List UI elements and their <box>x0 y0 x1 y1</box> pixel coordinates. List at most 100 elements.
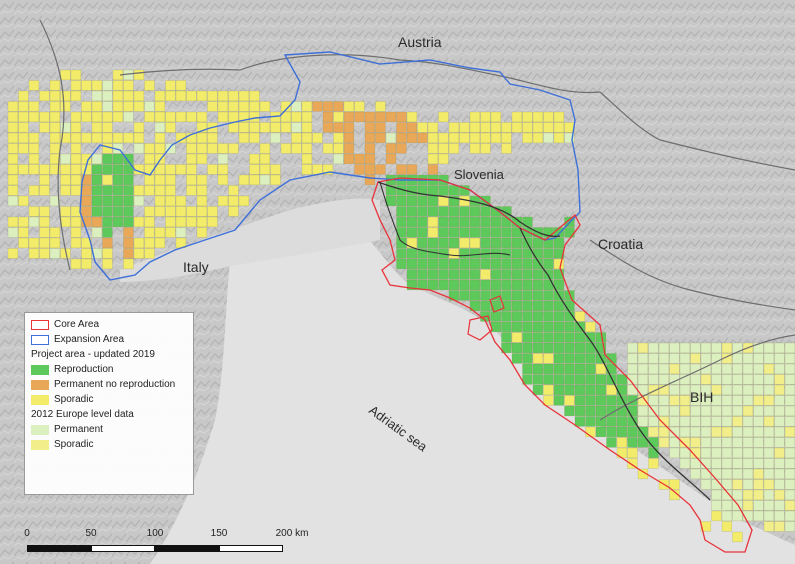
sporadic-cell <box>175 90 187 102</box>
permanent-cell <box>406 132 418 144</box>
sporadic-cell <box>469 122 481 133</box>
reproduction-cell <box>553 269 565 280</box>
sporadic-cell <box>39 227 50 238</box>
sporadic-cell <box>144 143 155 154</box>
reproduction-cell <box>123 174 134 186</box>
sporadic-cell <box>70 258 82 270</box>
reproduction-cell <box>448 248 460 259</box>
reproduction-cell <box>574 311 586 322</box>
permanent-cell <box>354 164 365 175</box>
reproduction-cell <box>574 374 586 385</box>
europe-cell <box>91 227 103 238</box>
reproduction-cell <box>564 342 575 354</box>
sporadic-cell <box>480 111 491 123</box>
europe-cell <box>102 80 113 91</box>
europe-cell <box>774 353 785 364</box>
europe-cell <box>91 90 103 102</box>
reproduction-cell <box>564 374 575 385</box>
reproduction-cell <box>459 279 470 291</box>
reproduction-cell <box>501 332 512 343</box>
europe-cell <box>753 374 764 385</box>
reproduction-cell <box>427 258 439 270</box>
europe-cell <box>669 416 680 427</box>
reproduction-cell <box>490 279 502 291</box>
reproduction-cell <box>448 206 460 217</box>
europe-cell <box>753 342 764 354</box>
reproduction-cell <box>574 332 586 343</box>
reproduction-cell <box>469 248 481 259</box>
europe-cell <box>742 510 754 522</box>
sporadic-cell <box>28 132 40 144</box>
reproduction-cell <box>469 258 481 270</box>
reproduction-cell <box>91 185 103 196</box>
reproduction-cell <box>564 363 575 375</box>
europe-cell <box>669 384 680 396</box>
europe-cell <box>690 395 701 406</box>
reproduction-cell <box>123 206 134 217</box>
sporadic-cell <box>18 122 29 133</box>
sporadic-cell <box>18 216 29 228</box>
europe-cell <box>721 395 733 406</box>
sporadic-cell <box>501 143 512 154</box>
europe-cell <box>742 416 754 427</box>
reproduction-cell <box>448 279 460 291</box>
permanent-cell <box>81 216 92 228</box>
sporadic-cell <box>154 143 166 154</box>
reproduction-cell <box>595 405 607 417</box>
sporadic-cell <box>49 122 61 133</box>
legend-europe-permanent: Permanent <box>31 422 193 437</box>
sporadic-cell <box>123 101 134 112</box>
europe-cell <box>700 384 712 396</box>
reproduction-cell <box>543 332 554 343</box>
sporadic-cell <box>217 143 229 154</box>
europe-cell <box>763 363 775 375</box>
europe-cell <box>753 395 764 406</box>
europe-cell <box>763 447 775 459</box>
reproduction-cell <box>553 384 565 396</box>
europe-cell <box>763 510 775 522</box>
permanent-cell <box>375 111 386 123</box>
europe-cell <box>763 384 775 396</box>
europe-cell <box>648 426 659 438</box>
sporadic-cell <box>70 206 82 217</box>
sporadic-cell <box>438 153 449 165</box>
europe-cell <box>669 353 680 364</box>
permanent-cell <box>343 111 355 123</box>
europe-cell <box>774 416 785 427</box>
europe-cell <box>721 447 733 459</box>
reproduction-cell <box>553 248 565 259</box>
sporadic-cell <box>238 132 250 144</box>
reproduction-cell <box>522 342 533 354</box>
reproduction-cell <box>511 237 523 249</box>
sporadic-cell <box>175 80 187 91</box>
europe-cell <box>648 363 659 375</box>
adriatic-sea <box>150 232 795 564</box>
europe-cell <box>763 521 775 532</box>
reproduction-cell <box>406 237 418 249</box>
sporadic-cell <box>154 111 166 123</box>
reproduction-cell <box>480 290 491 301</box>
sporadic-cell <box>532 132 544 144</box>
sporadic-cell <box>165 90 176 102</box>
permanent-cell <box>333 101 344 112</box>
sporadic-cell <box>7 216 19 228</box>
sporadic-cell <box>70 153 82 165</box>
reproduction-cell <box>448 216 460 228</box>
reproduction-cell <box>532 269 544 280</box>
sporadic-cell <box>238 111 250 123</box>
europe-cell <box>700 353 712 364</box>
europe-cell <box>742 405 754 417</box>
sporadic-cell <box>480 122 491 133</box>
reproduction-cell <box>438 269 449 280</box>
europe-cell <box>732 363 743 375</box>
europe-cell <box>637 374 649 385</box>
reproduction-cell <box>501 279 512 291</box>
sporadic-cell <box>448 143 460 154</box>
reproduction-cell <box>490 290 502 301</box>
scale-seg-1 <box>27 545 91 552</box>
sporadic-cell <box>28 143 40 154</box>
sporadic-cell <box>196 185 208 196</box>
legend-core-area: Core Area <box>31 317 193 332</box>
europe-cell <box>721 384 733 396</box>
reproduction-cell <box>532 374 544 385</box>
